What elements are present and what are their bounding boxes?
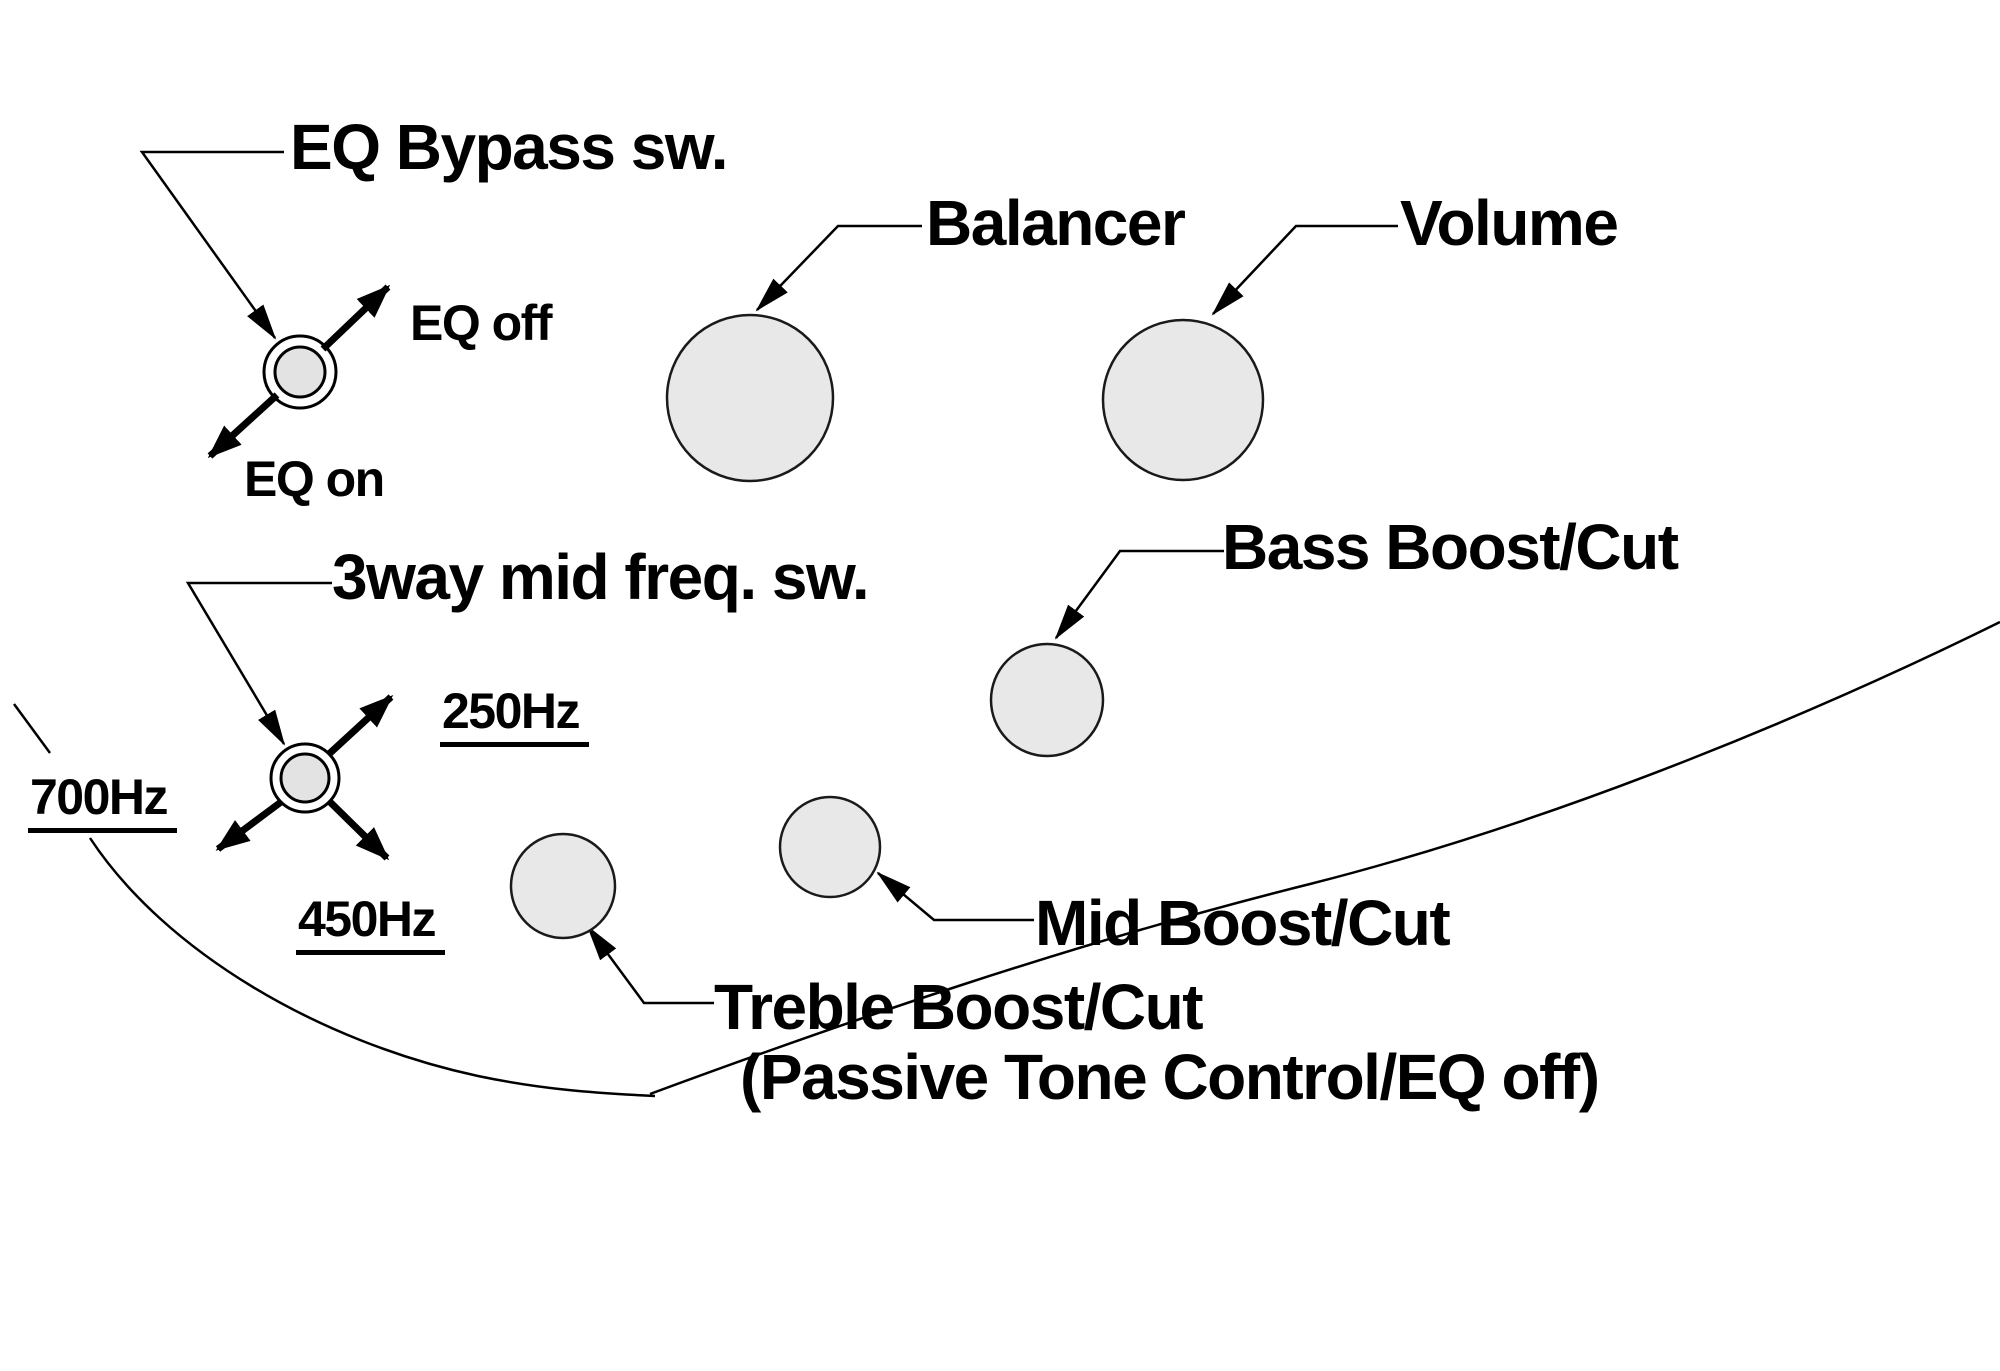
balancer-knob: [665, 313, 835, 483]
label-mid-freq-switch: 3way mid freq. sw.: [332, 541, 870, 613]
label-treble-note: (Passive Tone Control/EQ off): [740, 1041, 1600, 1113]
label-mid-boost-cut: Mid Boost/Cut: [1035, 887, 1451, 959]
label-eq-bypass-switch: EQ Bypass sw.: [290, 111, 729, 183]
eq-on-direction-arrow: [207, 392, 280, 459]
freq-450-direction-arrow: [327, 799, 390, 861]
eq-bypass-leader-arrow: [139, 150, 284, 340]
eq-off-direction-arrow: [320, 284, 391, 352]
mid-knob: [778, 795, 882, 899]
label-eq-on: EQ on: [244, 451, 385, 507]
label-freq-700: 700Hz: [28, 770, 178, 833]
label-eq-off: EQ off: [410, 295, 552, 351]
mid-freq-leader-arrow: [185, 581, 332, 746]
volume-knob: [1101, 318, 1265, 482]
body-outline-tick: [12, 703, 52, 754]
body-outline-left: [88, 837, 656, 1098]
freq-700-direction-arrow: [215, 799, 284, 852]
freq-250-direction-arrow: [326, 694, 394, 757]
bass-knob: [989, 642, 1105, 758]
label-freq-450: 450Hz: [296, 892, 446, 955]
mid-freq-switch-cap: [279, 752, 331, 804]
volume-leader-arrow: [1211, 224, 1398, 316]
label-bass-boost-cut: Bass Boost/Cut: [1222, 511, 1679, 583]
label-volume: Volume: [1400, 187, 1619, 259]
label-treble-boost-cut: Treble Boost/Cut: [714, 971, 1204, 1043]
treble-knob: [509, 832, 617, 940]
mid-boost-leader-arrow: [876, 871, 1034, 922]
body-outline-right: [649, 620, 2000, 1096]
balancer-leader-arrow: [755, 224, 922, 312]
treble-leader-arrow: [586, 925, 714, 1005]
label-balancer: Balancer: [926, 187, 1186, 259]
eq-bypass-switch-cap: [273, 345, 327, 399]
bass-leader-arrow: [1054, 549, 1224, 640]
label-freq-250: 250Hz: [440, 684, 590, 747]
